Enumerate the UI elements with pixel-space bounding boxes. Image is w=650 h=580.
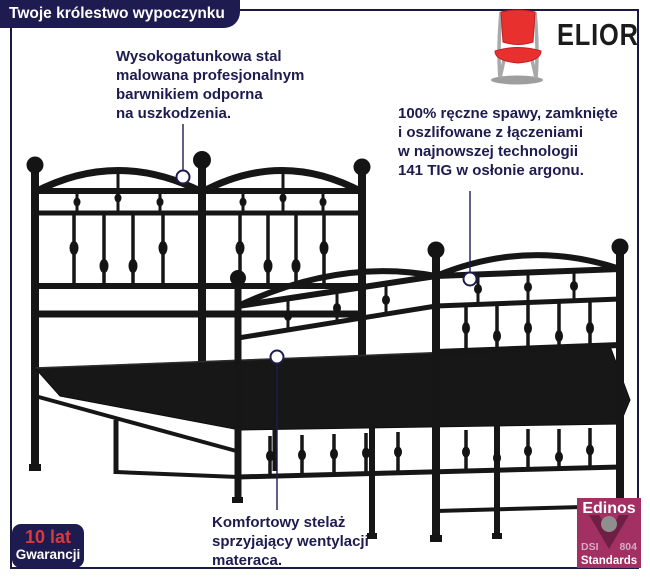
border-frame	[10, 9, 639, 569]
annotation-line: Wysokogatunkowa stal	[116, 48, 282, 65]
annotation-slats: Komfortowy stelaż sprzyjający wentylacji…	[212, 513, 369, 570]
annotation-line: 100% ręczne spawy, zamknięte	[398, 105, 618, 122]
warranty-label: Gwarancji	[15, 547, 81, 562]
brand-name: ELIOR	[557, 17, 639, 52]
standards-code-left: DSI	[581, 541, 599, 553]
warranty-years: 10 lat	[24, 527, 72, 547]
callout-dot-steel	[175, 169, 191, 185]
check-v-icon	[589, 515, 629, 549]
bed-platform	[33, 345, 631, 431]
annotation-welds: 100% ręczne spawy, zamknięte i oszlifowa…	[398, 104, 618, 180]
annotation-line: na uszkodzenia.	[116, 105, 232, 122]
standards-label: Standards	[580, 555, 638, 567]
annotation-line: Komfortowy stelaż	[212, 514, 346, 531]
annotation-line: materaca.	[212, 552, 283, 569]
red-chair-icon	[491, 9, 543, 85]
annotation-line: malowana profesjonalnym	[116, 67, 305, 84]
standards-code-right: 804	[619, 541, 637, 553]
callout-dot-welds	[462, 271, 478, 287]
callout-markers	[175, 124, 478, 510]
annotation-line: 141 TIG w osłonie argonu.	[398, 162, 584, 179]
banner-title: Twoje królestwo wypoczynku	[0, 0, 240, 28]
annotation-line: sprzyjający wentylacji	[212, 533, 369, 550]
annotation-line: barwnikiem odporna	[116, 86, 263, 103]
callout-dot-slats	[269, 349, 285, 365]
annotation-line: i oszlifowane z łączeniami	[398, 124, 584, 141]
warranty-badge: 10 lat Gwarancji	[12, 524, 84, 568]
standards-codes: DSI 804	[577, 541, 641, 553]
under-bed-structure	[34, 394, 502, 539]
annotation-steel: Wysokogatunkowa stal malowana profesjona…	[116, 47, 304, 123]
annotation-line: w najnowszej technologii	[398, 143, 579, 160]
standards-badge: Edinos DSI 804 Standards	[577, 498, 641, 568]
standards-brand: Edinos	[582, 500, 636, 517]
footboard	[230, 238, 629, 544]
